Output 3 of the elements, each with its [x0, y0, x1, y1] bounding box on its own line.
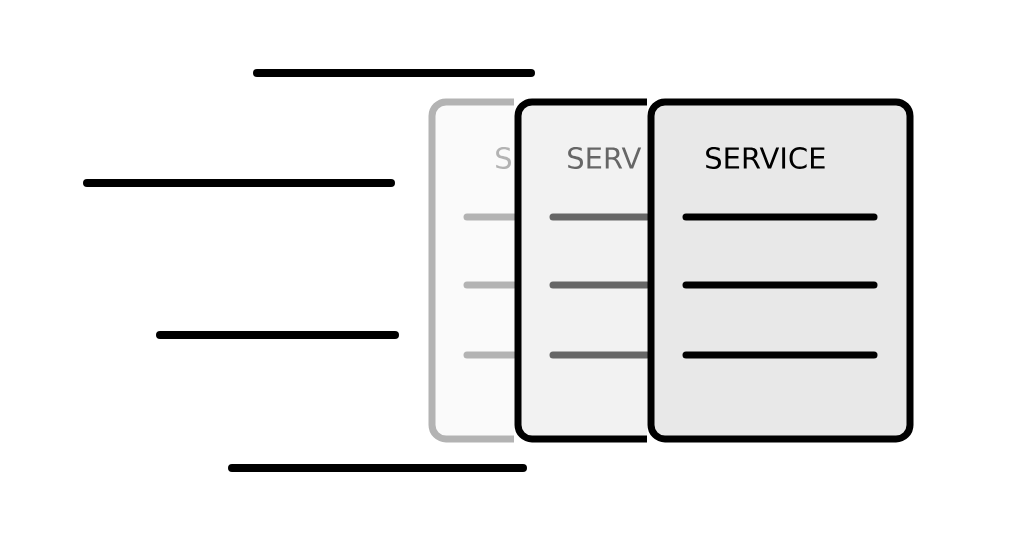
- service-card: S: [428, 98, 518, 443]
- service-card: SERV: [514, 98, 651, 443]
- service-card: SERVICE: [647, 98, 914, 443]
